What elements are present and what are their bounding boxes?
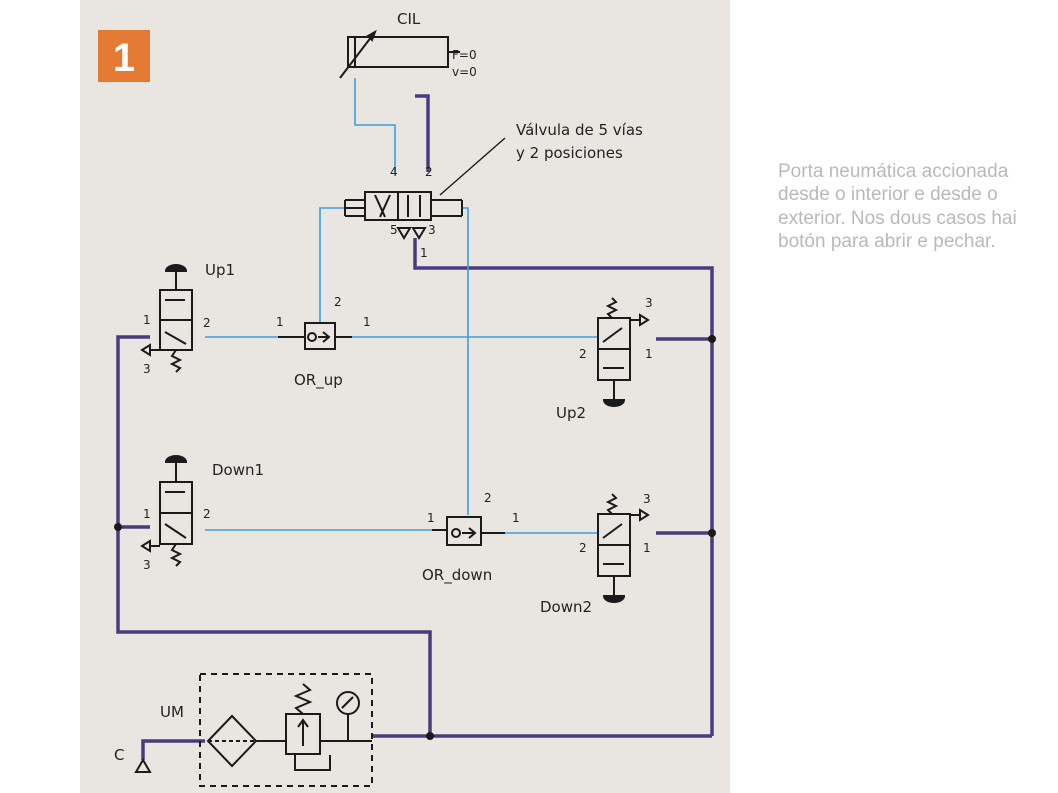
valve-5-2 [344, 191, 463, 240]
or-down-port-1b: 1 [512, 511, 520, 525]
down2-port-3: 3 [643, 492, 651, 506]
valve-note-line1: Válvula de 5 vías [516, 121, 643, 139]
up1-port-2: 2 [203, 316, 211, 330]
valve-down2 [597, 493, 650, 603]
down2-label: Down2 [540, 598, 592, 616]
cylinder-label: CIL [397, 10, 421, 28]
cylinder-force: F=0 [452, 48, 477, 62]
valve-leader [439, 137, 506, 196]
figure-badge: 1 [98, 30, 150, 82]
valve-port-5: 5 [390, 223, 398, 237]
up1-port-3: 3 [143, 362, 151, 376]
source-label: C [114, 746, 124, 764]
valve-up1 [140, 264, 193, 373]
down2-port-1: 1 [643, 541, 651, 555]
down1-port-1: 1 [143, 507, 151, 521]
up2-port-2: 2 [579, 347, 587, 361]
up2-port-1: 1 [645, 347, 653, 361]
or-up-port-2: 2 [334, 295, 342, 309]
down2-port-2: 2 [579, 541, 587, 555]
junction-dots [114, 335, 716, 740]
or-up-valve [278, 322, 352, 350]
down1-port-3: 3 [143, 558, 151, 572]
or-down-port-2: 2 [484, 491, 492, 505]
air-source [134, 758, 152, 773]
up1-port-1: 1 [143, 313, 151, 327]
valve-up2 [597, 297, 650, 407]
or-up-label: OR_up [294, 371, 343, 390]
or-up-port-1a: 1 [276, 315, 284, 329]
valve-port-3: 3 [428, 223, 436, 237]
diagram-background [80, 0, 730, 793]
valve-port-2: 2 [425, 165, 433, 179]
valve-port-4: 4 [390, 165, 398, 179]
or-up-port-1b: 1 [363, 315, 371, 329]
or-down-valve [432, 516, 505, 546]
up2-label: Up2 [556, 404, 586, 422]
signal-lines [205, 78, 598, 534]
or-down-port-1a: 1 [427, 511, 435, 525]
figure-number: 1 [113, 36, 135, 80]
supply-lines [116, 94, 714, 760]
cylinder-speed: v=0 [452, 65, 477, 79]
figure-caption: Porta neumática accionada desde o interi… [778, 161, 1017, 252]
valve-note-line2: y 2 posiciones [516, 144, 623, 162]
maintenance-unit [199, 673, 373, 787]
cylinder-cil [339, 29, 460, 79]
down1-label: Down1 [212, 461, 264, 479]
valve-down1 [140, 455, 193, 567]
valve-port-1: 1 [420, 246, 428, 260]
maintenance-unit-label: UM [160, 703, 184, 721]
down1-port-2: 2 [203, 507, 211, 521]
or-down-label: OR_down [422, 566, 492, 585]
up1-label: Up1 [205, 261, 235, 279]
up2-port-3: 3 [645, 296, 653, 310]
